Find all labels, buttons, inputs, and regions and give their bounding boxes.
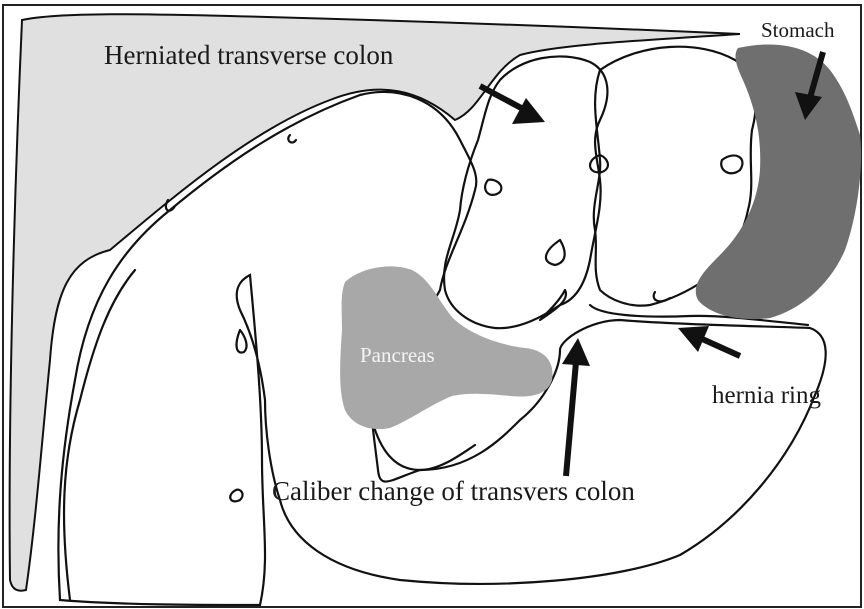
colon-squiggle-2: [546, 240, 565, 265]
label-pancreas: Pancreas: [360, 343, 435, 367]
label-hernia-ring: hernia ring: [712, 382, 821, 409]
colon-squiggle-5: [654, 292, 670, 301]
stomach-shape: [696, 44, 861, 319]
label-stomach: Stomach: [761, 18, 835, 42]
label-herniated-transverse-colon: Herniated transverse colon: [104, 40, 394, 70]
label-caliber-change: Caliber change of transvers colon: [272, 476, 635, 506]
colon-squiggle-4: [721, 155, 742, 173]
colon-squiggle-1: [485, 180, 501, 195]
arrow-herniated-colon: [480, 86, 545, 124]
